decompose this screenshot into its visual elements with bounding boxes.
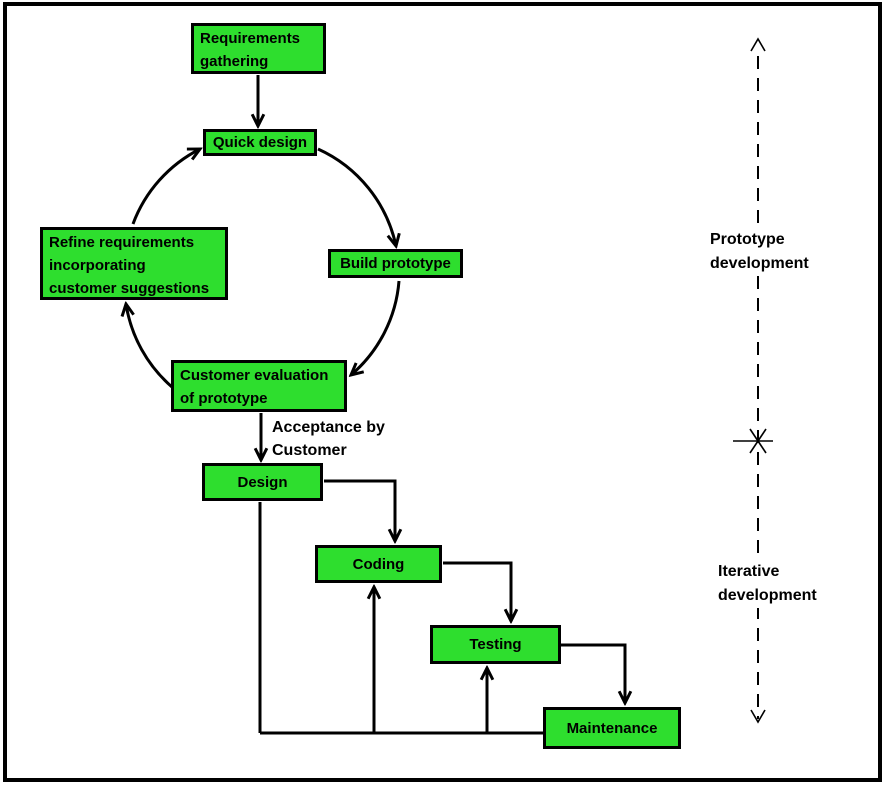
arc-customer-evaluation-to-refine-requirements (126, 304, 173, 389)
phase-span-arrow-up (750, 37, 766, 52)
arrow-design-to-coding (324, 479, 395, 541)
node-refine-requirements: Refine requirements incorporating custom… (40, 227, 228, 300)
iterative-development-label: Iterative development (716, 560, 819, 608)
node-coding: Coding (315, 545, 442, 583)
node-customer-evaluation: Customer evaluation of prototype (171, 360, 347, 412)
prototype-development-label: Prototype development (708, 228, 811, 276)
arc-refine-requirements-to-quick-design (131, 149, 200, 225)
node-quick-design: Quick design (203, 129, 317, 156)
node-maintenance: Maintenance (543, 707, 681, 749)
arc-build-prototype-to-customer-evaluation (351, 280, 401, 375)
node-build-prototype: Build prototype (328, 249, 463, 278)
node-requirements-gathering: Requirements gathering (191, 23, 326, 74)
phase-span-arrow-down (750, 709, 766, 724)
arc-quick-design-to-build-prototype (317, 147, 396, 246)
node-testing: Testing (430, 625, 561, 664)
arrow-testing-to-maintenance (561, 643, 625, 703)
acceptance-by-customer-label: Acceptance by Customer (272, 419, 385, 459)
arrow-coding-to-testing (443, 561, 511, 621)
phase-divider (733, 428, 773, 454)
node-design: Design (202, 463, 323, 501)
